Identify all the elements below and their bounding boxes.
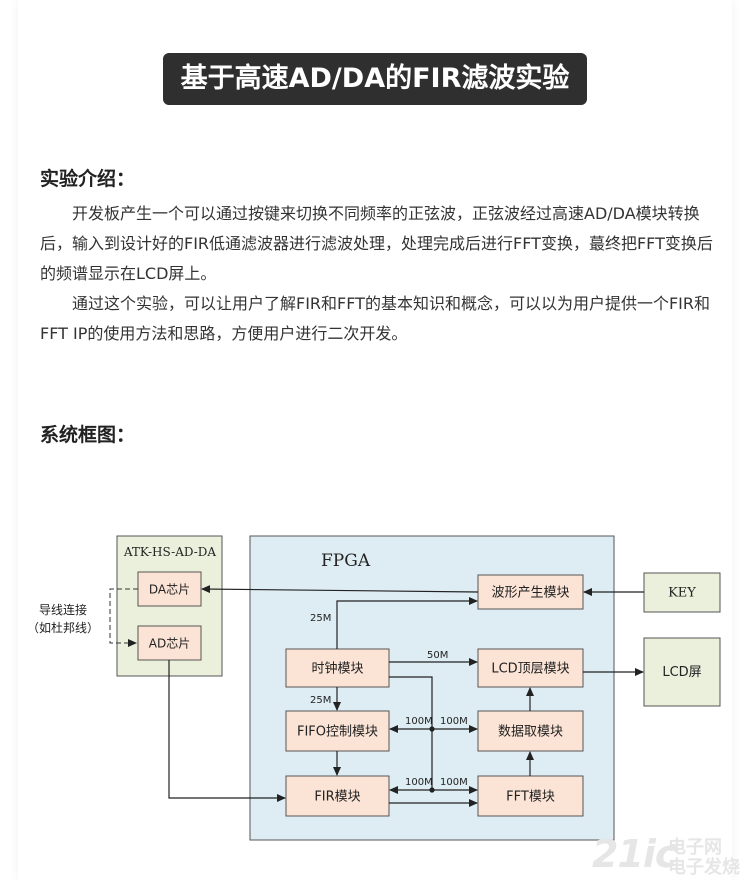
system-heading: 系统框图： (40, 424, 136, 446)
watermark-text: 电子网 电子发烧 (668, 838, 742, 878)
ad-chip-label: AD芯片 (149, 637, 190, 651)
junction-dot-2 (429, 787, 435, 793)
line-clock-bus (389, 676, 433, 790)
arrow-clock-to-wave (336, 597, 478, 649)
fir-label: FIR模块 (314, 790, 360, 805)
wire-label-line1: 导线连接 (39, 602, 87, 617)
fft-label: FFT模块 (506, 790, 555, 805)
watermark-logo: 21ic 电子网 电子发烧 (592, 832, 740, 878)
wire-label-bg (25, 598, 105, 640)
clock-label: 时钟模块 (311, 661, 363, 677)
title-bar: 基于高速AD/DA的FIR滤波实验 (0, 53, 750, 105)
freq-label-100m-4: 100M (440, 777, 468, 788)
freq-label-100m-3: 100M (405, 777, 433, 788)
atk-label: ATK-HS-AD-DA (123, 545, 217, 559)
wave-gen-label: 波形产生模块 (491, 586, 569, 601)
watermark-text-line1: 电子网 (668, 837, 722, 858)
watermark-number: 21ic (592, 832, 677, 876)
data-fetch-label: 数据取模块 (498, 725, 563, 740)
dashed-wire (109, 588, 138, 644)
fft-box (477, 775, 584, 817)
dashed-wire-arrow (128, 639, 137, 647)
junction-dot-1 (429, 726, 435, 732)
intro-paragraph-1: 开发板产生一个可以通过按键来切换不同频率的正弦波，正弦波经过高速AD/DA模块转… (40, 204, 713, 283)
watermark-text-line2: 电子发烧 (668, 857, 740, 878)
arrow-ad-to-fir (168, 660, 286, 802)
arrow-wave-to-da (201, 585, 479, 594)
lcd-top-box (477, 648, 584, 688)
da-chip-box (137, 571, 202, 607)
da-chip-label: DA芯片 (149, 583, 190, 597)
page-title: 基于高速AD/DA的FIR滤波实验 (162, 53, 588, 105)
freq-label-100m-2: 100M (440, 716, 468, 727)
key-label: KEY (668, 586, 696, 601)
key-box (643, 572, 721, 613)
lcd-screen-box (643, 637, 721, 707)
fir-box (285, 775, 390, 817)
freq-label-25m-b: 25M (310, 695, 331, 706)
lcd-screen-label: LCD屏 (662, 665, 701, 680)
freq-label-50m: 50M (427, 650, 448, 661)
freq-label-25m-a: 25M (310, 613, 331, 624)
fifo-ctrl-label: FIFO控制模块 (297, 725, 378, 740)
lcd-top-label: LCD顶层模块 (491, 662, 569, 677)
freq-label-100m-1: 100M (405, 716, 433, 727)
data-fetch-box (477, 710, 584, 752)
fpga-label: FPGA (321, 551, 371, 571)
intro-paragraph-2: 通过这个实验，可以让用户了解FIR和FFT的基本知识和概念，可以以为用户提供一个… (40, 294, 710, 343)
fifo-ctrl-box (285, 710, 390, 752)
wire-label-line2: （如杜邦线） (27, 620, 99, 635)
intro-heading: 实验介绍： (40, 168, 136, 190)
